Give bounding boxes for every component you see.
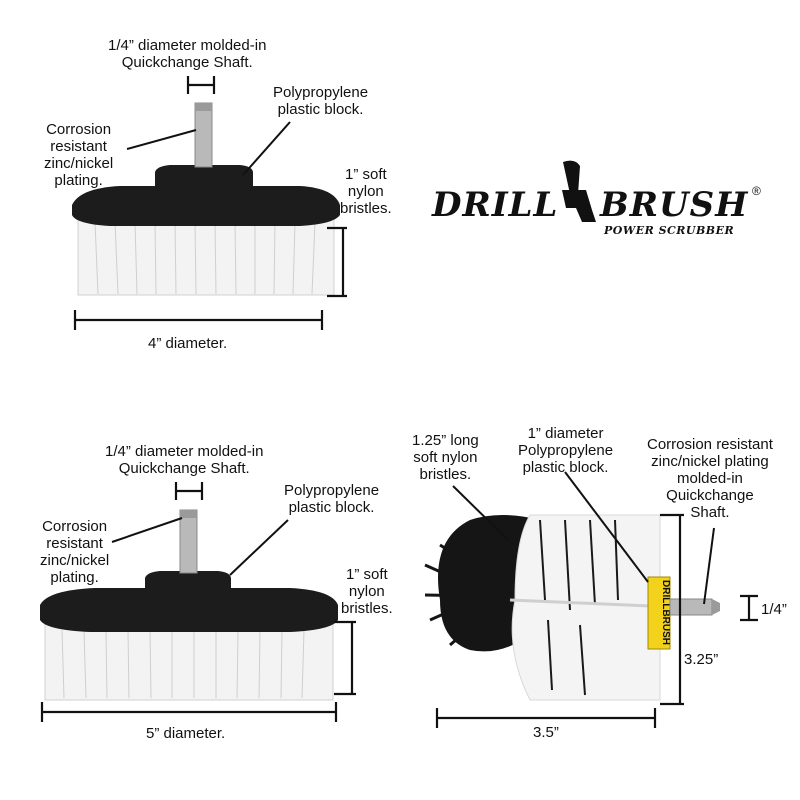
brush-5in-plating-label-line2: resistant xyxy=(46,535,103,552)
brush-round-bristle-label-line1: 1.25” long xyxy=(412,432,479,449)
brush-4in-shaft-label-line1: 1/4” diameter molded-in xyxy=(108,37,267,54)
brand-name-part2: BRUSH xyxy=(600,185,749,225)
brush-5in-shaft-label-line1: 1/4” diameter molded-in xyxy=(105,443,264,460)
brush-4in-bristle-label-line3: bristles. xyxy=(340,200,392,217)
brush-5in-plating-label-line4: plating. xyxy=(50,569,99,586)
brush-round-white-bristles xyxy=(511,514,661,701)
brush-4in-illustration xyxy=(72,102,340,296)
brush-round-shaft-label-line4: Quickchange xyxy=(666,487,754,504)
brush-round-shaft-label-line3: molded-in xyxy=(677,470,743,487)
brush-4in-shaft-label: 1/4” diameter molded-in Quickchange Shaf… xyxy=(108,37,266,71)
brush-5in-shaft-label-line2: Quickchange Shaft. xyxy=(118,460,250,477)
brush-4in-block-label-line1: Polypropylene xyxy=(273,84,369,101)
brush-4in-shaft xyxy=(194,102,213,168)
brush-round-shaft-dim-label: 1/4” xyxy=(761,601,787,618)
brush-4in-bristle-label: 1” soft nylon bristles. xyxy=(340,166,392,217)
brand-name-part1: DRILL xyxy=(432,185,559,225)
brush-5in-block xyxy=(40,588,338,632)
brush-5in-bristles xyxy=(44,621,334,701)
brush-round-shaft-label-line1: Corrosion resistant xyxy=(647,436,773,453)
brush-4in-block-label-line2: plastic block. xyxy=(277,101,364,118)
brush-round-bristle-label: 1.25” long soft nylon bristles. xyxy=(412,432,479,483)
brush-round-block-label: 1” diameter Polypropylene plastic block. xyxy=(518,425,613,476)
brush-round-illustration: DRILLBRUSH xyxy=(424,514,720,701)
brush-round-shaft-label-line2: zinc/nickel plating xyxy=(651,453,769,470)
brush-round-block-label-line1: 1” diameter xyxy=(527,425,604,442)
brush-round-dimensions xyxy=(435,471,758,728)
brush-round-collar-text: DRILLBRUSH xyxy=(660,580,671,645)
brush-4in-plating-label-line1: Corrosion xyxy=(46,121,112,138)
brush-4in-dimensions xyxy=(73,76,347,330)
brush-round-width-label: 3.5” xyxy=(533,724,559,741)
brush-4in-plating-label-line3: zinc/nickel xyxy=(44,155,114,172)
brush-round-bristle-label-line3: bristles. xyxy=(419,466,472,483)
brush-4in-diameter-label: 4” diameter. xyxy=(148,335,228,352)
brush-4in-plating-label: Corrosion resistant zinc/nickel plating. xyxy=(44,121,113,189)
brush-5in-block-label-line1: Polypropylene xyxy=(284,482,380,499)
brush-4in-plating-label-line4: plating. xyxy=(54,172,103,189)
brush-round-height-label: 3.25” xyxy=(684,651,719,668)
brush-5in-block-label: Polypropylene plastic block. xyxy=(284,482,379,516)
brush-4in-block xyxy=(72,186,340,226)
brush-4in-shaft-label-line2: Quickchange Shaft. xyxy=(121,54,253,71)
brush-5in-diameter-label: 5” diameter. xyxy=(146,725,226,742)
brush-round-shaft-label: Corrosion resistant zinc/nickel plating … xyxy=(647,436,773,521)
brand-tagline: POWER SCRUBBER xyxy=(604,224,735,237)
brush-5in-bristle-label-line3: bristles. xyxy=(341,600,393,617)
brush-5in-shaft xyxy=(179,509,198,574)
brush-5in-bristle-label-line2: nylon xyxy=(348,583,385,600)
brush-5in-bristle-label: 1” soft nylon bristles. xyxy=(341,566,393,617)
brush-5in-hub xyxy=(145,571,231,592)
brush-5in-illustration xyxy=(40,509,338,701)
brand-registered-mark: ® xyxy=(752,184,761,198)
brush-4in-bristle-label-line1: 1” soft xyxy=(345,166,387,183)
brush-4in-bristle-label-line2: nylon xyxy=(347,183,384,200)
brush-4in-hub xyxy=(155,165,253,192)
brand-logo-figure xyxy=(562,160,596,222)
brush-5in-dimensions xyxy=(40,482,356,722)
brush-5in-plating-label-line3: zinc/nickel xyxy=(40,552,110,569)
brush-4in-plating-label-line2: resistant xyxy=(50,138,107,155)
brush-5in-plating-label: Corrosion resistant zinc/nickel plating. xyxy=(40,518,109,586)
brush-5in-bristle-label-line1: 1” soft xyxy=(346,566,388,583)
brush-4in-bristles xyxy=(77,214,335,296)
brush-round-bristle-label-line2: soft nylon xyxy=(413,449,478,466)
brush-round-block-label-line2: Polypropylene xyxy=(518,442,614,459)
brush-4in-block-label: Polypropylene plastic block. xyxy=(273,84,368,118)
brush-5in-block-label-line2: plastic block. xyxy=(288,499,375,516)
brush-round-block-label-line3: plastic block. xyxy=(522,459,609,476)
brush-round-core-wire xyxy=(509,598,651,608)
brush-5in-plating-label-line1: Corrosion xyxy=(42,518,108,535)
brush-round-shaft-label-line5: Shaft. xyxy=(690,504,730,521)
brush-round-shaft xyxy=(669,598,713,616)
brush-5in-shaft-label: 1/4” diameter molded-in Quickchange Shaf… xyxy=(105,443,263,477)
